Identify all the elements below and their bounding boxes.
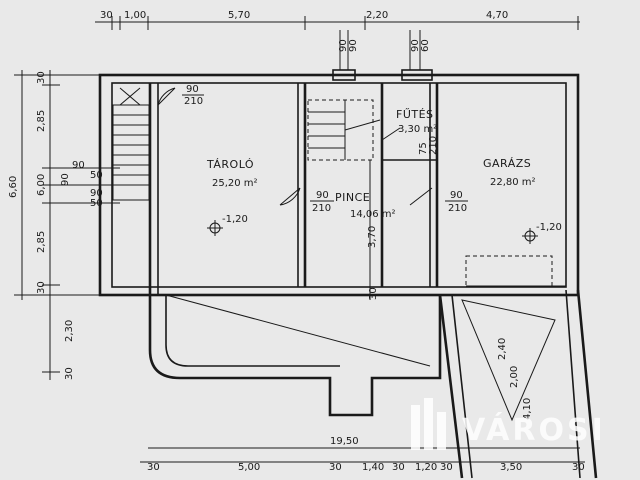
left-window-labels: 90 50 50 <box>90 170 103 209</box>
garage-door-outline <box>465 255 553 287</box>
left-dimension-chain: 30 2,85 90 6,60 6,00 90 2,85 30 2,30 30 <box>8 70 120 380</box>
door-4-width: 75 <box>418 142 429 155</box>
window-left-c: 50 <box>90 170 103 181</box>
room-name-tarolo: TÁROLÓ <box>206 158 254 171</box>
door-2-height: 210 <box>312 203 331 214</box>
room-area-garazs: 22,80 m² <box>490 177 536 188</box>
window-left-a: 90 <box>90 188 103 199</box>
dim-left-1: 30 <box>36 71 47 84</box>
bottom-dimension-chain: 19,50 30 5,00 30 1,40 30 1,20 30 3,50 30 <box>140 436 585 473</box>
dim-bottom-7: 30 <box>440 462 453 473</box>
room-tarolo: TÁROLÓ 25,20 m² <box>206 158 258 189</box>
room-area-pince: 14,06 m² <box>350 209 396 220</box>
inner-dim-1: 3,70 <box>367 226 378 248</box>
window-1-dim-b: 90 <box>348 39 359 52</box>
watermark-logo-bar-1 <box>411 405 420 450</box>
door-swings <box>157 87 433 206</box>
dim-left-3: 90 <box>72 160 85 171</box>
level-value-garazs: -1,20 <box>536 222 562 233</box>
room-garazs: GARÁZS 22,80 m² <box>483 157 536 188</box>
dim-left-9: 2,30 <box>64 320 75 342</box>
dim-bottom-4: 1,40 <box>362 462 384 473</box>
dim-left-10: 30 <box>64 367 75 380</box>
dim-left-4: 6,60 <box>8 176 19 198</box>
level-value-tarolo: -1,20 <box>222 214 248 225</box>
dim-bottom-6: 1,20 <box>415 462 437 473</box>
top-windows: 90 90 90 60 <box>332 30 433 81</box>
door-1-height: 210 <box>184 96 203 107</box>
room-name-garazs: GARÁZS <box>483 157 531 170</box>
watermark-logo-bar-2 <box>424 398 433 450</box>
door-2-width: 90 <box>316 190 329 201</box>
level-marker-garazs: -1,20 <box>522 222 562 244</box>
dim-bottom-1: 30 <box>147 462 160 473</box>
dim-left-6: 90 <box>60 173 71 186</box>
dim-bottom-9: 30 <box>572 462 585 473</box>
dim-top-1: 30 <box>100 10 113 21</box>
room-name-pince: PINCE <box>335 191 370 204</box>
window-2-dim-a: 90 <box>410 39 421 52</box>
dim-left-8: 30 <box>36 281 47 294</box>
door-4-height: 210 <box>428 136 439 155</box>
door-3-width: 90 <box>450 190 463 201</box>
dim-top-4: 2,20 <box>366 10 388 21</box>
dim-top-3: 5,70 <box>228 10 250 21</box>
top-dimension-chain: 30 1,00 5,70 2,20 4,70 <box>95 10 580 30</box>
room-area-tarolo: 25,20 m² <box>212 178 258 189</box>
window-1-dim-a: 90 <box>338 39 349 52</box>
room-name-futes: FŰTÉS <box>396 107 434 121</box>
dim-left-5: 6,00 <box>36 174 47 196</box>
dim-bottom-8: 3,50 <box>500 462 522 473</box>
staircase-left <box>112 87 150 201</box>
lower-ramp-area <box>148 285 598 479</box>
inner-dim-4: 2,00 <box>509 366 520 388</box>
dim-top-2: 1,00 <box>124 10 146 21</box>
dim-bottom-2: 5,00 <box>238 462 260 473</box>
inner-dim-5: 4,10 <box>522 398 533 420</box>
watermark-text: VÁROSI <box>462 412 606 448</box>
room-futes: FŰTÉS 3,30 m² <box>396 107 437 135</box>
watermark: VÁROSI <box>411 398 606 450</box>
level-marker-tarolo: -1,20 <box>207 214 248 236</box>
window-2-dim-b: 60 <box>420 39 431 52</box>
inner-dim-2: 30 <box>368 287 379 300</box>
dim-bottom-5: 30 <box>392 462 405 473</box>
staircase-pince <box>307 99 381 161</box>
door-3-height: 210 <box>448 203 467 214</box>
inner-dimensions: 3,70 30 2,40 2,00 4,10 <box>367 160 533 420</box>
watermark-logo-bar-3 <box>437 412 446 450</box>
room-area-futes: 3,30 m² <box>398 124 437 135</box>
dim-top-5: 4,70 <box>486 10 508 21</box>
door-1-width: 90 <box>186 84 199 95</box>
dim-bottom-3: 30 <box>329 462 342 473</box>
window-left-b: 50 <box>90 198 103 209</box>
door-labels: 90 210 90 210 90 210 75 210 <box>182 84 468 214</box>
dim-left-7: 2,85 <box>36 231 47 253</box>
interior-walls <box>148 83 439 295</box>
inner-dim-3: 2,40 <box>497 338 508 360</box>
room-pince: PINCE 14,06 m² <box>335 191 396 220</box>
dim-left-2: 2,85 <box>36 110 47 132</box>
dim-bottom-total: 19,50 <box>330 436 359 447</box>
exterior-walls <box>98 73 580 297</box>
